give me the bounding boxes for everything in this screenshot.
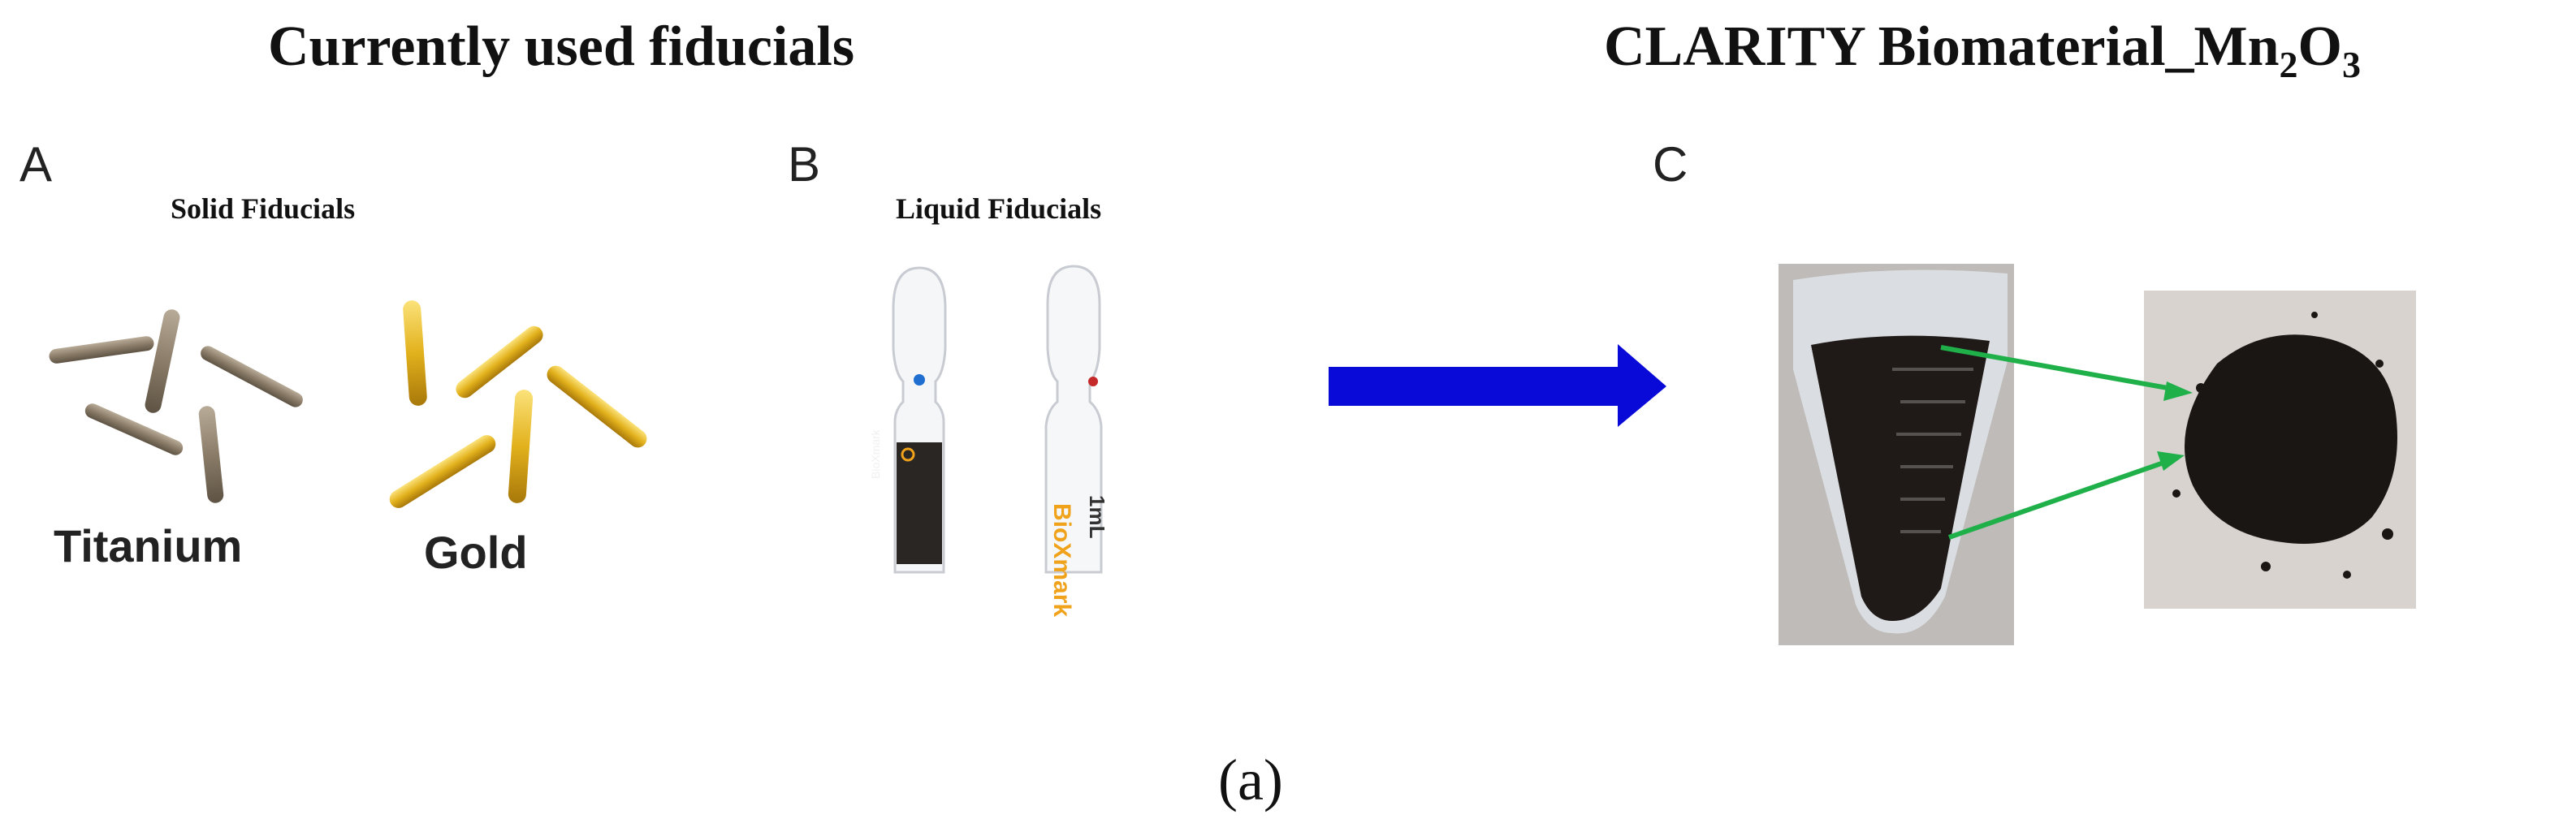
vial-1 xyxy=(892,266,947,574)
figure-label: (a) xyxy=(1218,748,1283,812)
panel-letter-b: B xyxy=(788,137,821,192)
solid-fiducials-photo xyxy=(49,300,647,508)
tube-photo xyxy=(1779,264,2014,645)
heading-sub-2: 2 xyxy=(2279,44,2298,85)
panel-letter-c: C xyxy=(1653,137,1688,192)
powder-photo xyxy=(2144,291,2416,609)
heading-clarity-o: O xyxy=(2297,15,2342,78)
titanium-rods xyxy=(49,309,303,503)
caption-liquid-fiducials: Liquid Fiducials xyxy=(896,192,1102,225)
panel-letter-a: A xyxy=(19,137,53,192)
liquid-fiducials-photo xyxy=(892,265,1103,574)
heading-clarity-main: CLARITY Biomaterial_Mn xyxy=(1604,15,2280,78)
vial-2 xyxy=(1044,265,1103,574)
gold-rods xyxy=(389,300,647,508)
label-titanium: Titanium xyxy=(54,520,243,571)
transition-arrow xyxy=(1329,344,1666,427)
heading-sub-3: 3 xyxy=(2341,44,2361,85)
caption-solid-fiducials: Solid Fiducials xyxy=(171,192,356,225)
heading-current-fiducials: Currently used fiducials xyxy=(268,15,855,78)
heading-clarity-biomaterial: CLARITY Biomaterial_Mn2O3 xyxy=(1604,15,2361,86)
label-gold: Gold xyxy=(424,527,528,578)
